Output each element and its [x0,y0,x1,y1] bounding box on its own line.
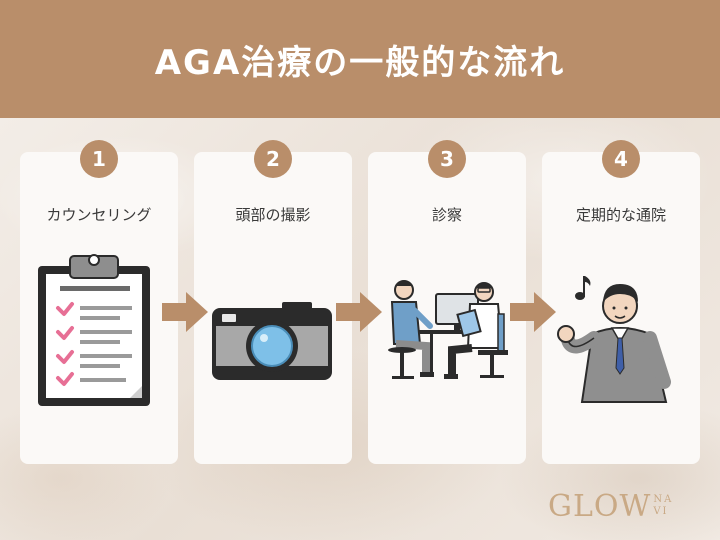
logo-main-text: GLOW [548,488,652,524]
step-number-badge-2: 2 [254,140,292,178]
logo-sub-top: NA [653,494,674,505]
logo-sub-text: NA VI [653,494,673,518]
header-banner: AGA治療の一般的な流れ [0,0,720,118]
step-label-3: 診察 [431,206,462,224]
step-number-badge-4: 4 [602,140,640,178]
clipboard-icon [38,254,150,406]
step-label-2: 頭部の撮影 [235,206,311,224]
music-note-icon [575,276,591,300]
step-number-badge-3: 3 [428,140,466,178]
step-label-4: 定期的な通院 [575,206,666,224]
consultation-scene-icon [388,280,508,379]
step-label-1: カウンセリング [46,206,152,224]
arrow-right-icon-1 [162,292,208,332]
camera-icon [212,302,332,380]
arrow-right-icon-3 [510,292,556,332]
step-number-badge-1: 1 [80,140,118,178]
businessman-icon [557,276,671,403]
logo-sub-bottom: VI [653,506,669,517]
arrow-right-icon-2 [336,292,382,332]
glow-navi-logo: GLOW NA VI [548,484,718,528]
page-title: AGA治療の一般的な流れ [154,42,566,83]
